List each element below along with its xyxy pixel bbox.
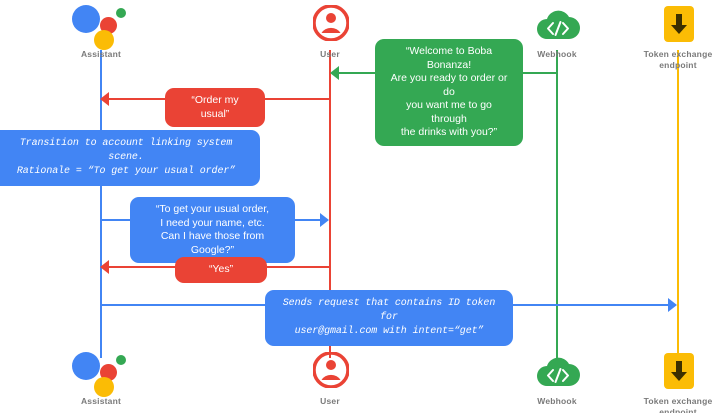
arrow-head-need-your-name [320, 213, 329, 227]
actor-label-token-endpoint-top: Token exchange endpoint [643, 49, 713, 70]
lifeline-token-endpoint [677, 50, 679, 358]
message-bubble-need-your-name: “To get your usual order, I need your na… [130, 197, 295, 263]
google-assistant-icon [46, 350, 156, 397]
cloud-code-icon [502, 350, 612, 394]
actor-webhook-bottom: Webhook [502, 350, 612, 407]
message-bubble-yes: “Yes” [175, 257, 267, 283]
actor-user-bottom: User [275, 350, 385, 407]
actor-assistant-bottom: Assistant [46, 350, 156, 407]
actor-label-webhook-bottom: Webhook [537, 396, 577, 406]
download-box-icon [623, 350, 725, 394]
lifeline-webhook [556, 50, 558, 358]
actor-label-assistant-top: Assistant [80, 49, 122, 59]
actor-token-endpoint-bottom: Token exchange endpoint [623, 350, 725, 413]
google-assistant-icon [46, 3, 156, 50]
cloud-code-icon [502, 3, 612, 47]
lifeline-user [329, 50, 331, 358]
actor-user-top: User [275, 3, 385, 60]
message-bubble-order-my-usual: “Order my usual” [165, 88, 265, 127]
arrow-head-welcome [330, 66, 339, 80]
actor-label-user-bottom: User [320, 396, 340, 406]
user-avatar-icon [275, 350, 385, 394]
message-bubble-sends-request: Sends request that contains ID token for… [265, 290, 513, 346]
actor-label-token-endpoint-bottom: Token exchange endpoint [643, 396, 713, 413]
lifeline-assistant [100, 50, 102, 358]
actor-label-user-top: User [320, 49, 340, 59]
arrow-head-sends-request [668, 298, 677, 312]
actor-assistant-top: Assistant [46, 3, 156, 60]
download-box-icon [623, 3, 725, 47]
actor-label-webhook-top: Webhook [537, 49, 577, 59]
arrow-head-order-my-usual [100, 92, 109, 106]
arrow-head-yes [100, 260, 109, 274]
user-avatar-icon [275, 3, 385, 47]
actor-webhook-top: Webhook [502, 3, 612, 60]
actor-token-endpoint-top: Token exchange endpoint [623, 3, 725, 71]
message-bubble-welcome: “Welcome to Boba Bonanza! Are you ready … [375, 39, 523, 146]
actor-label-assistant-bottom: Assistant [80, 396, 122, 406]
message-bubble-transition-note: Transition to account linking system sce… [0, 130, 260, 186]
